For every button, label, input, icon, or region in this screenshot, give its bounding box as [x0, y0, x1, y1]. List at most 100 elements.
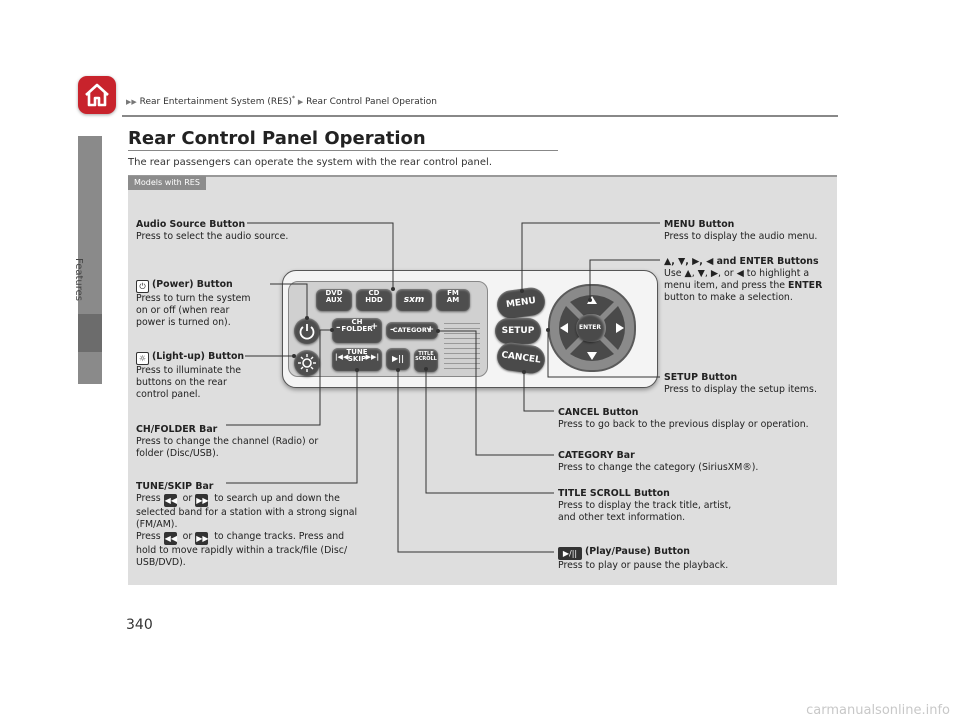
skip-forward-icon: ▶▶ [195, 494, 209, 507]
watermark: carmanualsonline.info [806, 703, 950, 718]
play-pause-icon: ▶|| [392, 354, 404, 363]
light-up-title: (Light-up) Button [152, 351, 245, 362]
breadcrumb-arrow-icon: ▶ [297, 98, 304, 106]
power-callout: ⏻(Power) Button Press to turn the system… [136, 279, 251, 329]
skip-forward-icon: ▶▶ [195, 532, 209, 545]
light-up-icon: ☼ [136, 352, 149, 365]
tune-skip-title: TUNE/SKIP Bar [136, 481, 214, 492]
tune-skip-text: to change tracks. Press and [214, 531, 345, 542]
skip-back-icon: ◀◀ [163, 532, 177, 545]
enter-button[interactable]: ENTER [576, 314, 604, 342]
audio-source-desc: Press to select the audio source. [136, 231, 289, 242]
play-pause-desc: Press to play or pause the playback. [558, 560, 729, 571]
tune-skip-text: Press [136, 531, 161, 542]
ch-folder-callout: CH/FOLDER Bar Press to change the channe… [136, 424, 318, 460]
play-pause-callout: ▶/||(Play/Pause) Button Press to play or… [558, 546, 728, 572]
header-divider [122, 115, 838, 117]
ch-label: CH [351, 318, 363, 326]
category-desc: Press to change the category (SiriusXM®)… [558, 462, 759, 473]
skip-back-icon: ◀◀ [163, 494, 177, 507]
tune-skip-text: selected band for a station with a stron… [136, 507, 358, 518]
skip-back-icon: |◀◀ [335, 353, 349, 361]
intro-text: The rear passengers can operate the syst… [128, 157, 493, 168]
tune-skip-text: to search up and down the [214, 493, 340, 504]
arrows-callout: ▲, ▼, ▶, ◀ and ENTER Buttons Use ▲, ▼, ▶… [664, 256, 822, 304]
ch-folder-title: CH/FOLDER Bar [136, 424, 218, 435]
home-icon[interactable] [78, 76, 116, 114]
tune-skip-callout: TUNE/SKIP Bar Press ◀◀ or ▶▶ to search u… [136, 481, 357, 569]
breadcrumb-item-current[interactable]: Rear Control Panel Operation [306, 97, 437, 107]
right-arrow-button[interactable] [604, 306, 625, 350]
scroll-label: SCROLL [415, 356, 437, 363]
power-title: (Power) Button [152, 279, 233, 290]
aux-label: AUX [325, 296, 343, 305]
left-arrow-button[interactable] [559, 306, 580, 350]
tune-skip-text: Press [136, 493, 161, 504]
skip-forward-icon: ▶▶| [365, 353, 379, 361]
breadcrumb-arrow-icon: ▶▶ [126, 98, 137, 106]
menu-callout: MENU Button Press to display the audio m… [664, 219, 817, 243]
direction-pad-graphic [559, 295, 625, 361]
tune-skip-text: hold to move rapidly within a track/file… [136, 545, 348, 556]
category-bar[interactable]: – CATEGORY + [386, 322, 438, 339]
power-button[interactable] [294, 318, 320, 344]
cancel-callout: CANCEL Button Press to go back to the pr… [558, 407, 809, 431]
down-arrow-button[interactable] [570, 340, 614, 361]
sidebar-tab-marker [78, 314, 102, 352]
title-label: TITLE [418, 351, 434, 357]
models-tag: Models with RES [128, 176, 206, 190]
breadcrumb-item-res[interactable]: Rear Entertainment System (RES) [139, 97, 293, 107]
ch-folder-desc-1: Press to change the channel (Radio) or [136, 436, 319, 447]
power-desc-1: Press to turn the system [136, 293, 251, 304]
setup-title: SETUP Button [664, 372, 738, 383]
setup-desc: Press to display the setup items. [664, 384, 817, 395]
cancel-desc: Press to go back to the previous display… [558, 419, 809, 430]
light-up-desc-1: Press to illuminate the [136, 365, 242, 376]
setup-button[interactable]: SETUP [495, 318, 541, 344]
arrows-desc-1: Use ▲, ▼, ▶, or ◀ to highlight a [664, 268, 810, 279]
folder-label: FOLDER [341, 325, 373, 334]
menu-desc: Press to display the audio menu. [664, 231, 818, 242]
tune-skip-text: or [182, 493, 193, 504]
power-desc-3: power is turned on). [136, 317, 231, 328]
tune-skip-text: (FM/AM). [136, 519, 178, 530]
title-scroll-desc-2: and other text information. [558, 512, 686, 523]
ch-plus-label: + [370, 322, 378, 332]
title-scroll-desc-1: Press to display the track title, artist… [558, 500, 732, 511]
category-plus-label: + [426, 325, 434, 335]
category-label: CATEGORY [392, 326, 432, 334]
breadcrumb: ▶▶ Rear Entertainment System (RES)* ▶ Re… [126, 95, 437, 107]
tune-skip-text: or [182, 531, 193, 542]
light-up-callout: ☼(Light-up) Button Press to illuminate t… [136, 351, 244, 401]
tune-skip-text: USB/DVD). [136, 557, 186, 568]
ch-folder-desc-2: folder (Disc/USB). [136, 448, 219, 459]
arrows-desc-3: button to make a selection. [664, 292, 793, 303]
sxm-button[interactable]: sxm [396, 289, 432, 311]
am-label: AM [446, 296, 460, 305]
arrows-title: ▲, ▼, ▶, ◀ and ENTER Buttons [664, 256, 819, 267]
category-callout: CATEGORY Bar Press to change the categor… [558, 450, 758, 474]
cd-label: CD [368, 289, 380, 297]
setup-callout: SETUP Button Press to display the setup … [664, 372, 817, 396]
arrows-desc-2: menu item, and press the [664, 280, 789, 291]
menu-title: MENU Button [664, 219, 735, 230]
fm-label: FM [447, 289, 459, 297]
play-pause-button[interactable]: ▶|| [386, 348, 410, 370]
breadcrumb-note: * [292, 95, 296, 102]
audio-source-title: Audio Source Button [136, 219, 246, 230]
page-title: Rear Control Panel Operation [128, 128, 426, 149]
title-scroll-callout: TITLE SCROLL Button Press to display the… [558, 488, 731, 524]
light-up-button[interactable] [294, 350, 320, 376]
tune-label: TUNE [346, 348, 368, 356]
light-up-icon [298, 354, 316, 372]
cancel-title: CANCEL Button [558, 407, 639, 418]
power-icon [299, 324, 315, 340]
ch-minus-label: – [336, 323, 341, 333]
